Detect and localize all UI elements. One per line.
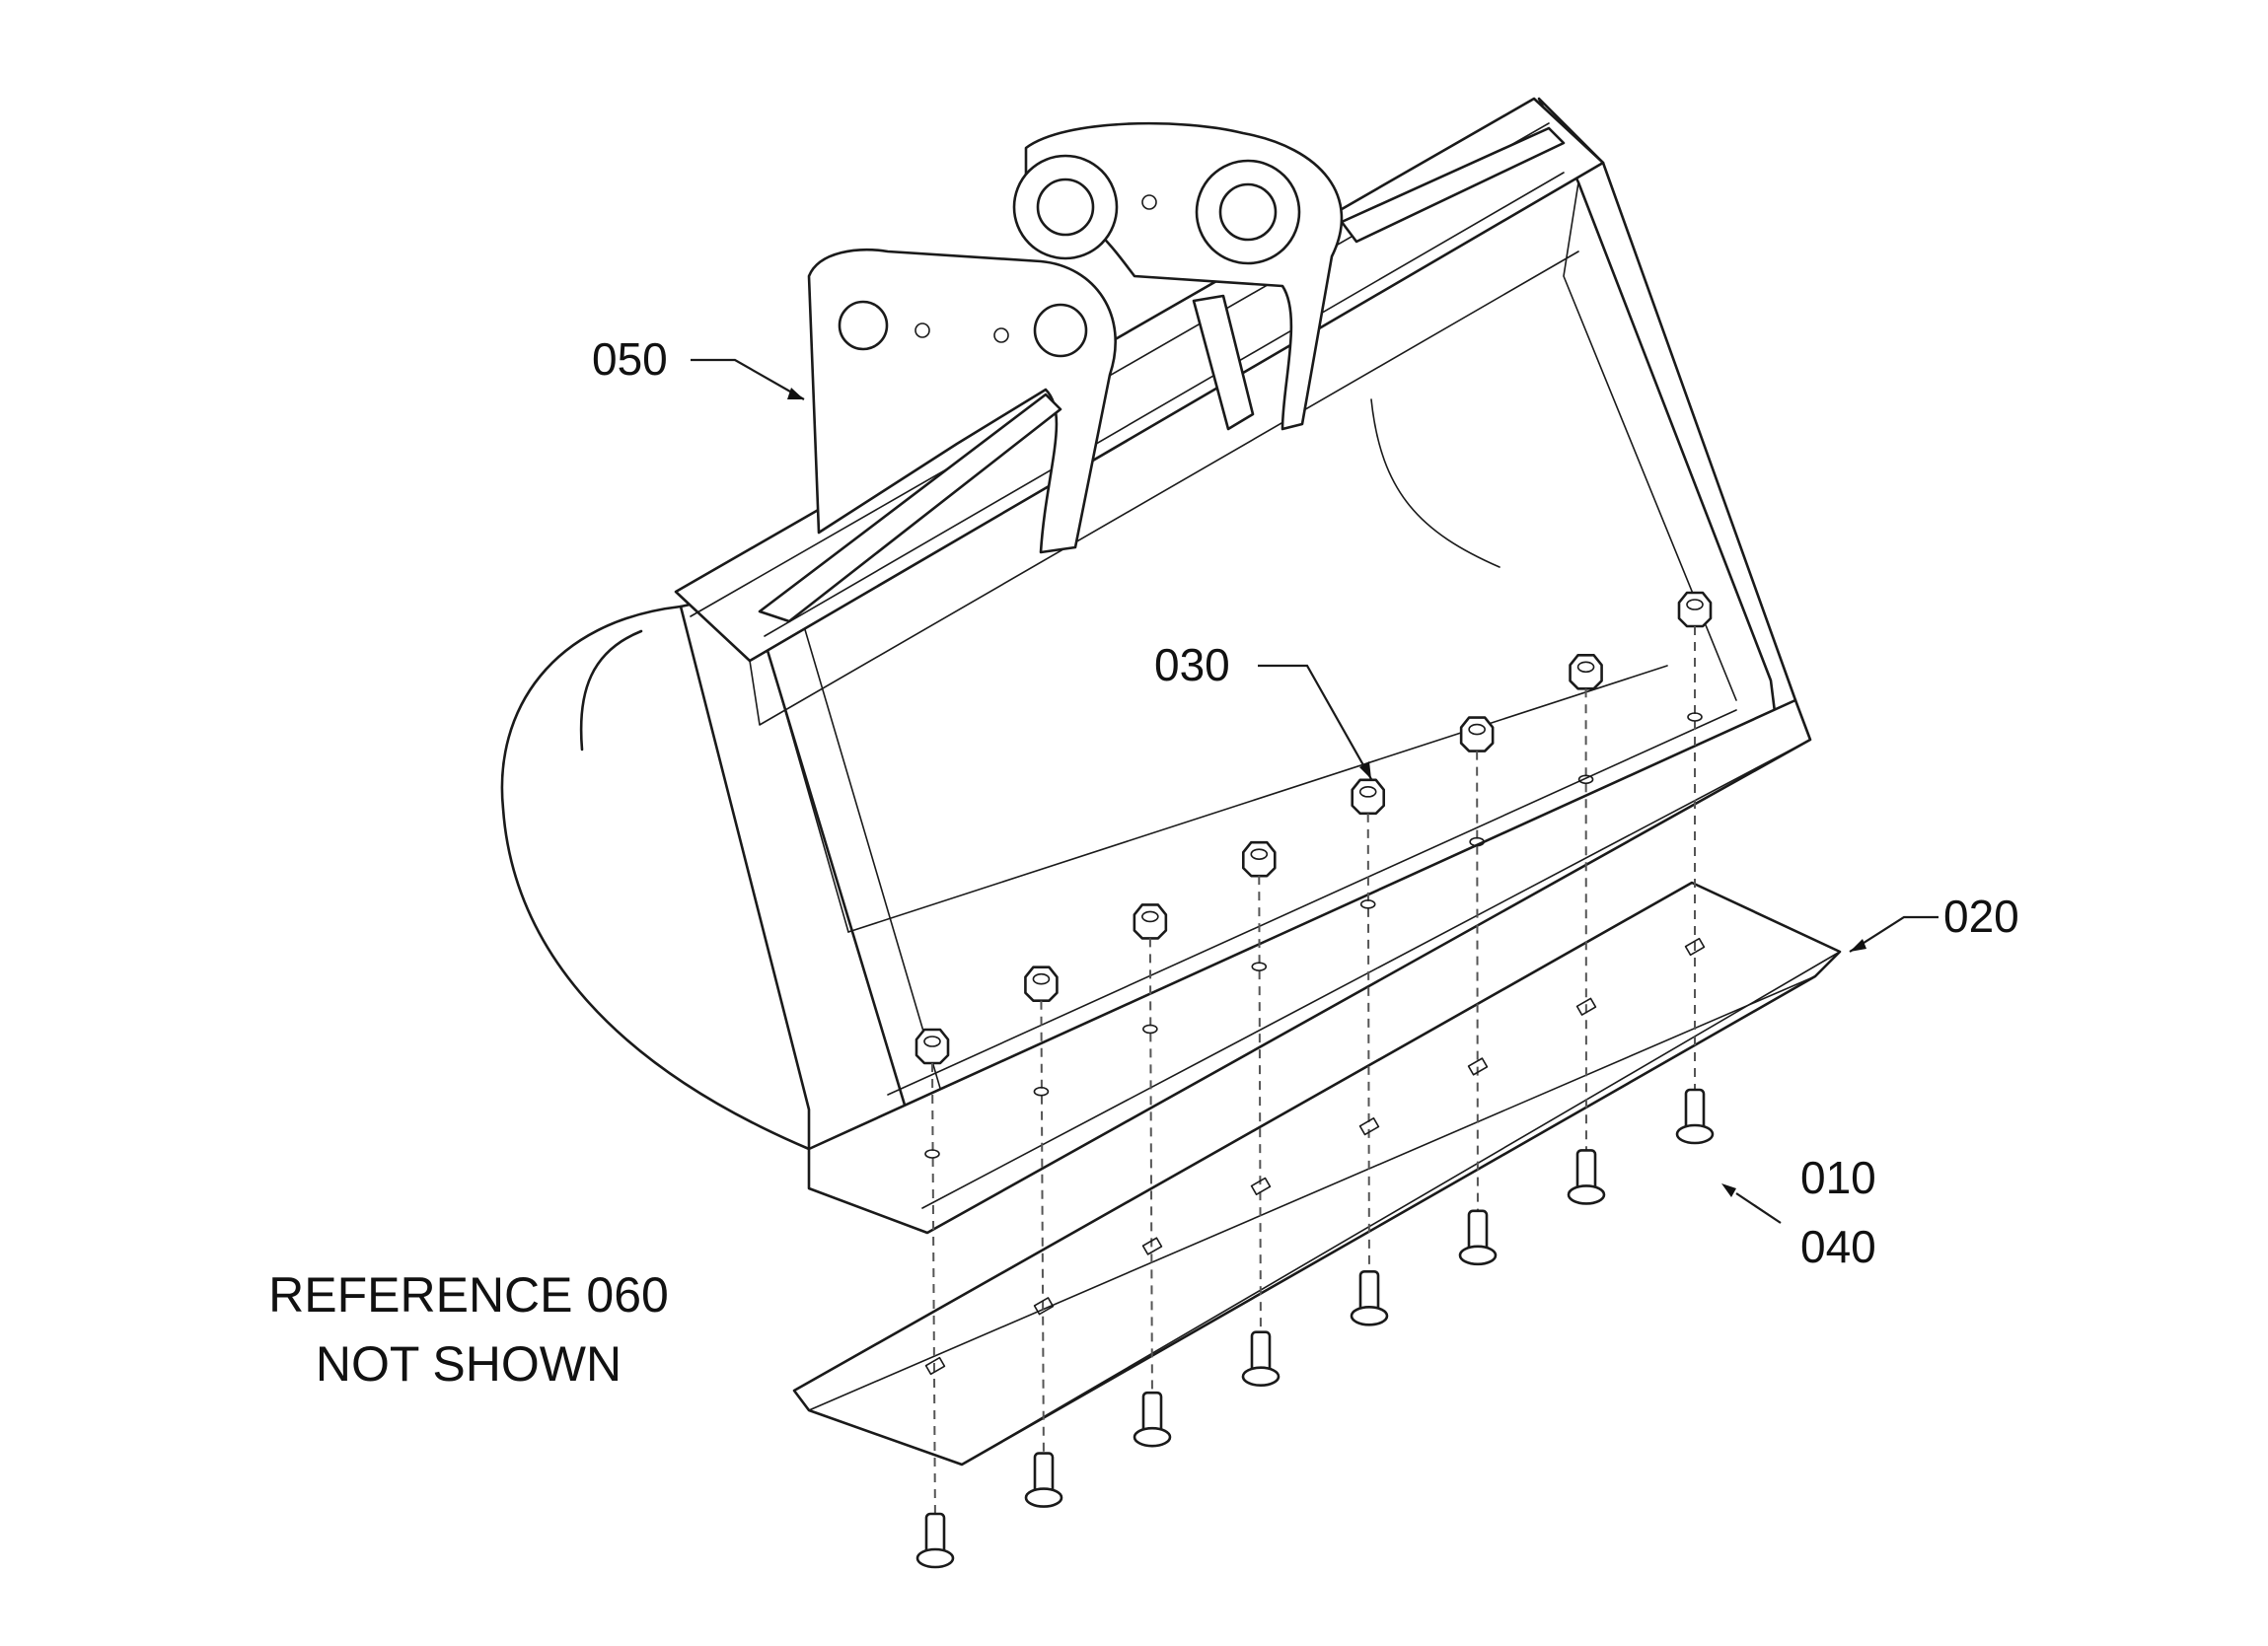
blade-hole <box>1684 937 1706 957</box>
bolt-head <box>1241 1366 1280 1388</box>
nut <box>1459 716 1495 752</box>
fastener-axis <box>1476 751 1479 1226</box>
blade-hole <box>1575 997 1597 1016</box>
bolt <box>1675 1088 1715 1145</box>
nut-bore <box>1686 599 1704 610</box>
fastener-axes <box>924 626 1706 1530</box>
bolt-shank <box>924 1512 946 1555</box>
bolt-head <box>1675 1123 1715 1145</box>
lip-hole <box>924 1149 940 1159</box>
blade-hole <box>1250 1177 1272 1195</box>
callout-040: 040 <box>1800 1221 1876 1272</box>
nut <box>1569 653 1603 690</box>
callout-050: 050 <box>592 333 668 385</box>
bolt-shank <box>1684 1088 1706 1131</box>
bolt-shank <box>1358 1269 1380 1313</box>
note-line-2: NOT SHOWN <box>316 1336 622 1392</box>
bolt-head <box>1350 1305 1389 1326</box>
callout-010: 010 <box>1800 1152 1876 1203</box>
bolt-shank <box>1033 1452 1055 1494</box>
bolt <box>1133 1391 1172 1448</box>
nut <box>1351 778 1386 816</box>
nut-bore <box>1358 786 1377 798</box>
callout-020: 020 <box>1943 891 2019 942</box>
bolt-head <box>1567 1184 1606 1205</box>
fastener-axis <box>1366 813 1370 1287</box>
bolt <box>1024 1452 1063 1508</box>
lip-hole <box>1359 899 1376 909</box>
bolt-shank <box>1141 1391 1163 1434</box>
cutting-edge-blade <box>792 881 1842 1467</box>
bolt <box>1458 1209 1498 1266</box>
nut-bore <box>923 1036 941 1047</box>
nut-row <box>915 591 1713 1065</box>
callout-030: 030 <box>1154 639 1230 690</box>
lip-hole <box>1033 1086 1050 1097</box>
bolt-row <box>915 1088 1715 1569</box>
nut <box>915 1028 950 1065</box>
bolt-head <box>1458 1245 1498 1266</box>
bolt-head <box>1024 1487 1063 1508</box>
hitch-assembly <box>758 121 1566 623</box>
blade-hole <box>924 1356 946 1376</box>
bolt <box>1567 1149 1606 1205</box>
lip-hole <box>1469 836 1485 847</box>
bolt-shank <box>1575 1149 1597 1191</box>
nut-bore <box>1032 972 1051 985</box>
nut-bore <box>1250 848 1269 860</box>
nut-bore <box>1141 910 1159 923</box>
blade-hole <box>1358 1117 1380 1136</box>
nut <box>1133 903 1168 940</box>
bolt <box>915 1512 955 1569</box>
nut <box>1241 840 1277 878</box>
bolt-head <box>915 1547 955 1569</box>
lip-hole <box>1251 962 1268 971</box>
bolt <box>1350 1269 1389 1326</box>
nut-bore <box>1576 661 1595 674</box>
leader-lines <box>691 358 1939 1224</box>
lip-hole <box>1577 774 1594 785</box>
bolt-shank <box>1250 1330 1272 1374</box>
blade-hole <box>1033 1297 1055 1316</box>
blade-hole <box>1467 1057 1489 1076</box>
note-line-1: REFERENCE 060 <box>268 1267 669 1323</box>
blade-hole <box>1141 1237 1163 1255</box>
bolt-shank <box>1467 1209 1489 1252</box>
lip-hole <box>1687 712 1703 722</box>
nut <box>1024 966 1059 1003</box>
nut-bore <box>1468 723 1486 736</box>
bolt-head <box>1133 1426 1172 1448</box>
nut <box>1677 591 1713 628</box>
bolt <box>1241 1330 1280 1388</box>
lip-hole <box>1142 1024 1158 1035</box>
